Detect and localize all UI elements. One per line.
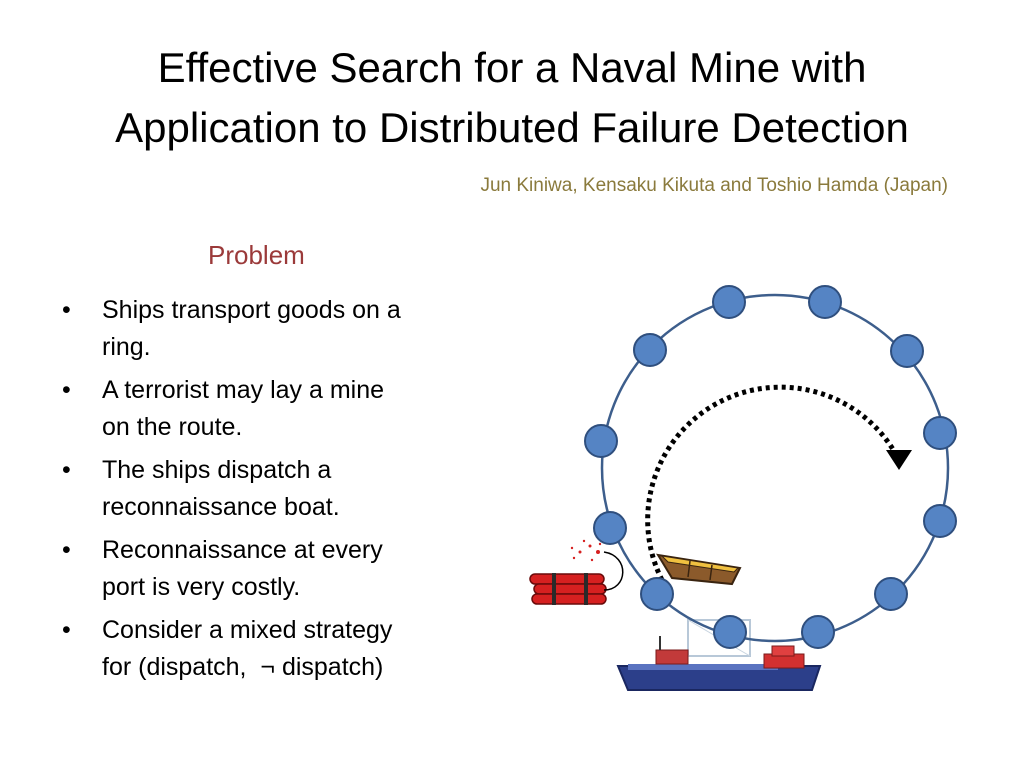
bullet-dot: • xyxy=(62,296,71,324)
bullet-item: • Reconnaissance at every port is very c… xyxy=(56,532,486,606)
bullet-list: • Ships transport goods on a ring. • A t… xyxy=(56,292,486,692)
port-node xyxy=(584,424,618,458)
cargo-ship-icon xyxy=(616,619,822,691)
problem-heading: Problem xyxy=(208,240,305,270)
port-node xyxy=(713,615,747,649)
reconnaissance-boat-icon xyxy=(656,553,742,586)
bullet-line: Ships transport goods on a xyxy=(102,296,401,324)
bullet-line: on the route. xyxy=(102,413,243,441)
title-line-2: Application to Distributed Failure Detec… xyxy=(115,104,909,151)
ports xyxy=(584,285,957,649)
port-node xyxy=(593,511,627,545)
direction-arrow-icon xyxy=(645,384,902,582)
port-node xyxy=(640,577,674,611)
bullet-dot: • xyxy=(62,456,71,484)
bullet-line: The ships dispatch a xyxy=(102,456,332,484)
port-node xyxy=(890,334,924,368)
bullet-line: Reconnaissance at every xyxy=(102,536,383,564)
bullet-line: A terrorist may lay a mine xyxy=(102,376,385,404)
bullet-line: reconnaissance boat. xyxy=(102,493,340,521)
slide-title: Effective Search for a Naval Mine with A… xyxy=(0,38,1024,158)
bullet-line: for (dispatch, ¬ dispatch) xyxy=(102,653,384,681)
port-node xyxy=(712,285,746,319)
bullet-line: Consider a mixed strategy xyxy=(102,616,393,644)
bullet-item: • The ships dispatch a reconnaissance bo… xyxy=(56,452,486,526)
port-node xyxy=(923,504,957,538)
bullet-line: port is very costly. xyxy=(102,573,301,601)
bullet-line: ring. xyxy=(102,333,151,361)
bullet-item: • A terrorist may lay a mine on the rout… xyxy=(56,372,486,446)
bullet-dot: • xyxy=(62,616,71,644)
authors-line: Jun Kiniwa, Kensaku Kikuta and Toshio Ha… xyxy=(480,175,948,196)
title-line-1: Effective Search for a Naval Mine with xyxy=(157,44,867,91)
port-node xyxy=(633,333,667,367)
ring-route xyxy=(600,293,950,643)
port-node xyxy=(808,285,842,319)
port-node xyxy=(801,615,835,649)
bullet-dot: • xyxy=(62,536,71,564)
port-node xyxy=(923,416,957,450)
bullet-item: • Consider a mixed strategy for (dispatc… xyxy=(56,612,486,686)
bullet-dot: • xyxy=(62,376,71,404)
port-node xyxy=(874,577,908,611)
bullet-item: • Ships transport goods on a ring. xyxy=(56,292,486,366)
dynamite-icon xyxy=(529,539,624,605)
